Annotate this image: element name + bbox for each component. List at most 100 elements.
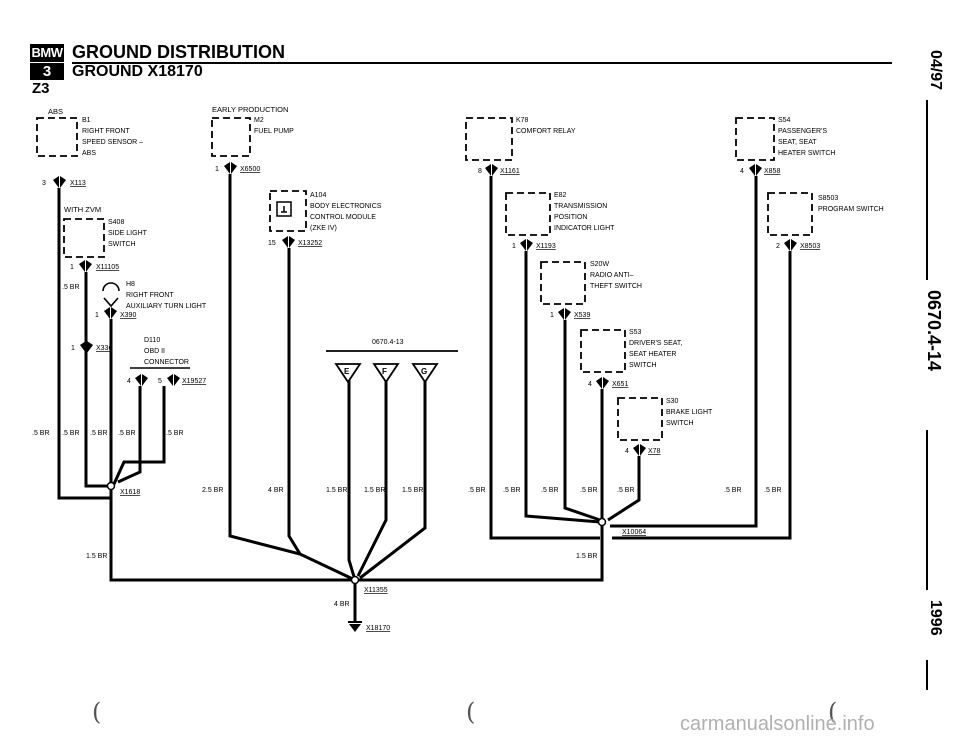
conn-x13252: X13252 [298,240,322,247]
wire-label-17: .5 BR [724,487,742,494]
splices [106,481,607,585]
h8-label-1: RIGHT FRONT [126,292,174,299]
k78-label-1: COMFORT RELAY [516,128,576,135]
pin-s8503: 2 [776,243,780,250]
bmw-logo: BMW [30,44,64,62]
wire-label-4: .5 BR [90,430,108,437]
wire-e82 [524,251,601,524]
wire-label-20: 1.5 BR [576,553,597,560]
b1-label-0: B1 [82,117,91,124]
watermark: carmanualsonline.info [680,713,875,735]
s53-label-1: DRIVER'S SEAT, [629,340,682,347]
scan-mark-1: ( [92,698,102,726]
model-label: Z3 [32,80,50,97]
wire-label-14: .5 BR [541,487,559,494]
s53-label-2: SEAT HEATER [629,351,676,358]
wire-label-21: 4 BR [334,601,350,608]
page-subtitle: GROUND X18170 [72,63,203,80]
pin-x336: 1 [71,345,75,352]
conn-x6500: X6500 [240,166,260,173]
s54-label-3: HEATER SWITCH [778,150,835,157]
component-boxes [36,117,813,441]
pin-h8: 1 [95,312,99,319]
wire-f [356,380,388,577]
pin-s20w: 1 [550,312,554,319]
pin-d110a: 4 [127,378,131,385]
conn-x19527: X19527 [182,378,206,385]
conn-x1193: X1193 [536,243,556,250]
flag-g: G [421,367,427,376]
s30-label-1: BRAKE LIGHT [666,409,713,416]
s408-label-0: S408 [108,219,124,226]
margin-rule-3 [926,660,928,690]
s8503-box [767,192,813,236]
title-rule [72,62,892,64]
conn-x651: X651 [612,381,628,388]
series-badge: 3 [30,63,64,80]
conn-x1161: X1161 [500,168,520,175]
wire-s408 [84,272,111,488]
wire-d110a [117,386,142,484]
wire-label-8: 4 BR [268,487,284,494]
wire-s20w [563,320,601,522]
m2-box [211,117,251,157]
conn-x11105: X11105 [96,264,119,271]
conn-x113: X113 [70,180,86,187]
wire-a104 [287,248,302,555]
wires [57,174,792,622]
pin-s30: 4 [625,448,629,455]
s8503-label-0: S8503 [818,195,838,202]
s20w-label-0: S20W [590,261,609,268]
conn-x1618: X1618 [120,489,140,496]
wire-e [347,380,357,581]
b1-box [36,117,78,157]
pin-b1: 3 [42,180,46,187]
s20w-label-1: RADIO ANTI– [590,272,634,279]
s54-label-1: PASSENGER'S [778,128,827,135]
wire-label-6: .5 BR [166,430,184,437]
wire-label-7: 2.5 BR [202,487,223,494]
wire-label-18: .5 BR [764,487,782,494]
pin-k78: 8 [478,168,482,175]
wire-s54 [610,176,758,528]
wire-label-11: 1.5 BR [402,487,423,494]
m2-label-0: M2 [254,117,264,124]
wire-b1 [57,188,111,500]
s30-label-2: SWITCH [666,420,694,427]
wire-label-3: .5 BR [62,430,80,437]
d110-label-2: CONNECTOR [144,359,189,366]
ground-x18170-icon [348,621,362,632]
wire-label-19: 1.5 BR [86,553,107,560]
header: BMW 3 Z3 GROUND DISTRIBUTION GROUND X181… [0,0,960,100]
s54-box [735,117,775,161]
margin-rule-1 [926,100,928,280]
b1-label-1: RIGHT FRONT [82,128,130,135]
wire-label-5: .5 BR [118,430,136,437]
s30-box [617,397,663,441]
e82-label-0: E82 [554,192,567,199]
scan-mark-2: ( [466,698,476,726]
wire-x1618-trunk [109,486,355,582]
d110-label-1: OBD II [144,348,165,355]
pin-s54: 4 [740,168,744,175]
e82-label-1: TRANSMISSION [554,203,607,210]
b1-label-3: ABS [82,150,96,157]
ref-flags [326,350,458,384]
pin-s53: 4 [588,381,592,388]
label-abs: ABS [48,107,63,116]
label-early: EARLY PRODUCTION [212,105,288,114]
conn-x336: X336 [96,345,112,352]
a104-label-2: CONTROL MODULE [310,214,376,221]
wire-label-2: .5 BR [32,430,50,437]
wire-m2 [228,174,356,582]
s53-label-3: SWITCH [629,362,657,369]
a104-label-0: A104 [310,192,326,199]
margin-rule-2 [926,430,928,590]
wire-label-15: .5 BR [580,487,598,494]
page-title: GROUND DISTRIBUTION [72,42,285,62]
conn-x78: X78 [648,448,661,455]
flag-f: F [382,367,387,376]
wire-label-10: 1.5 BR [364,487,385,494]
s408-box [63,218,105,258]
